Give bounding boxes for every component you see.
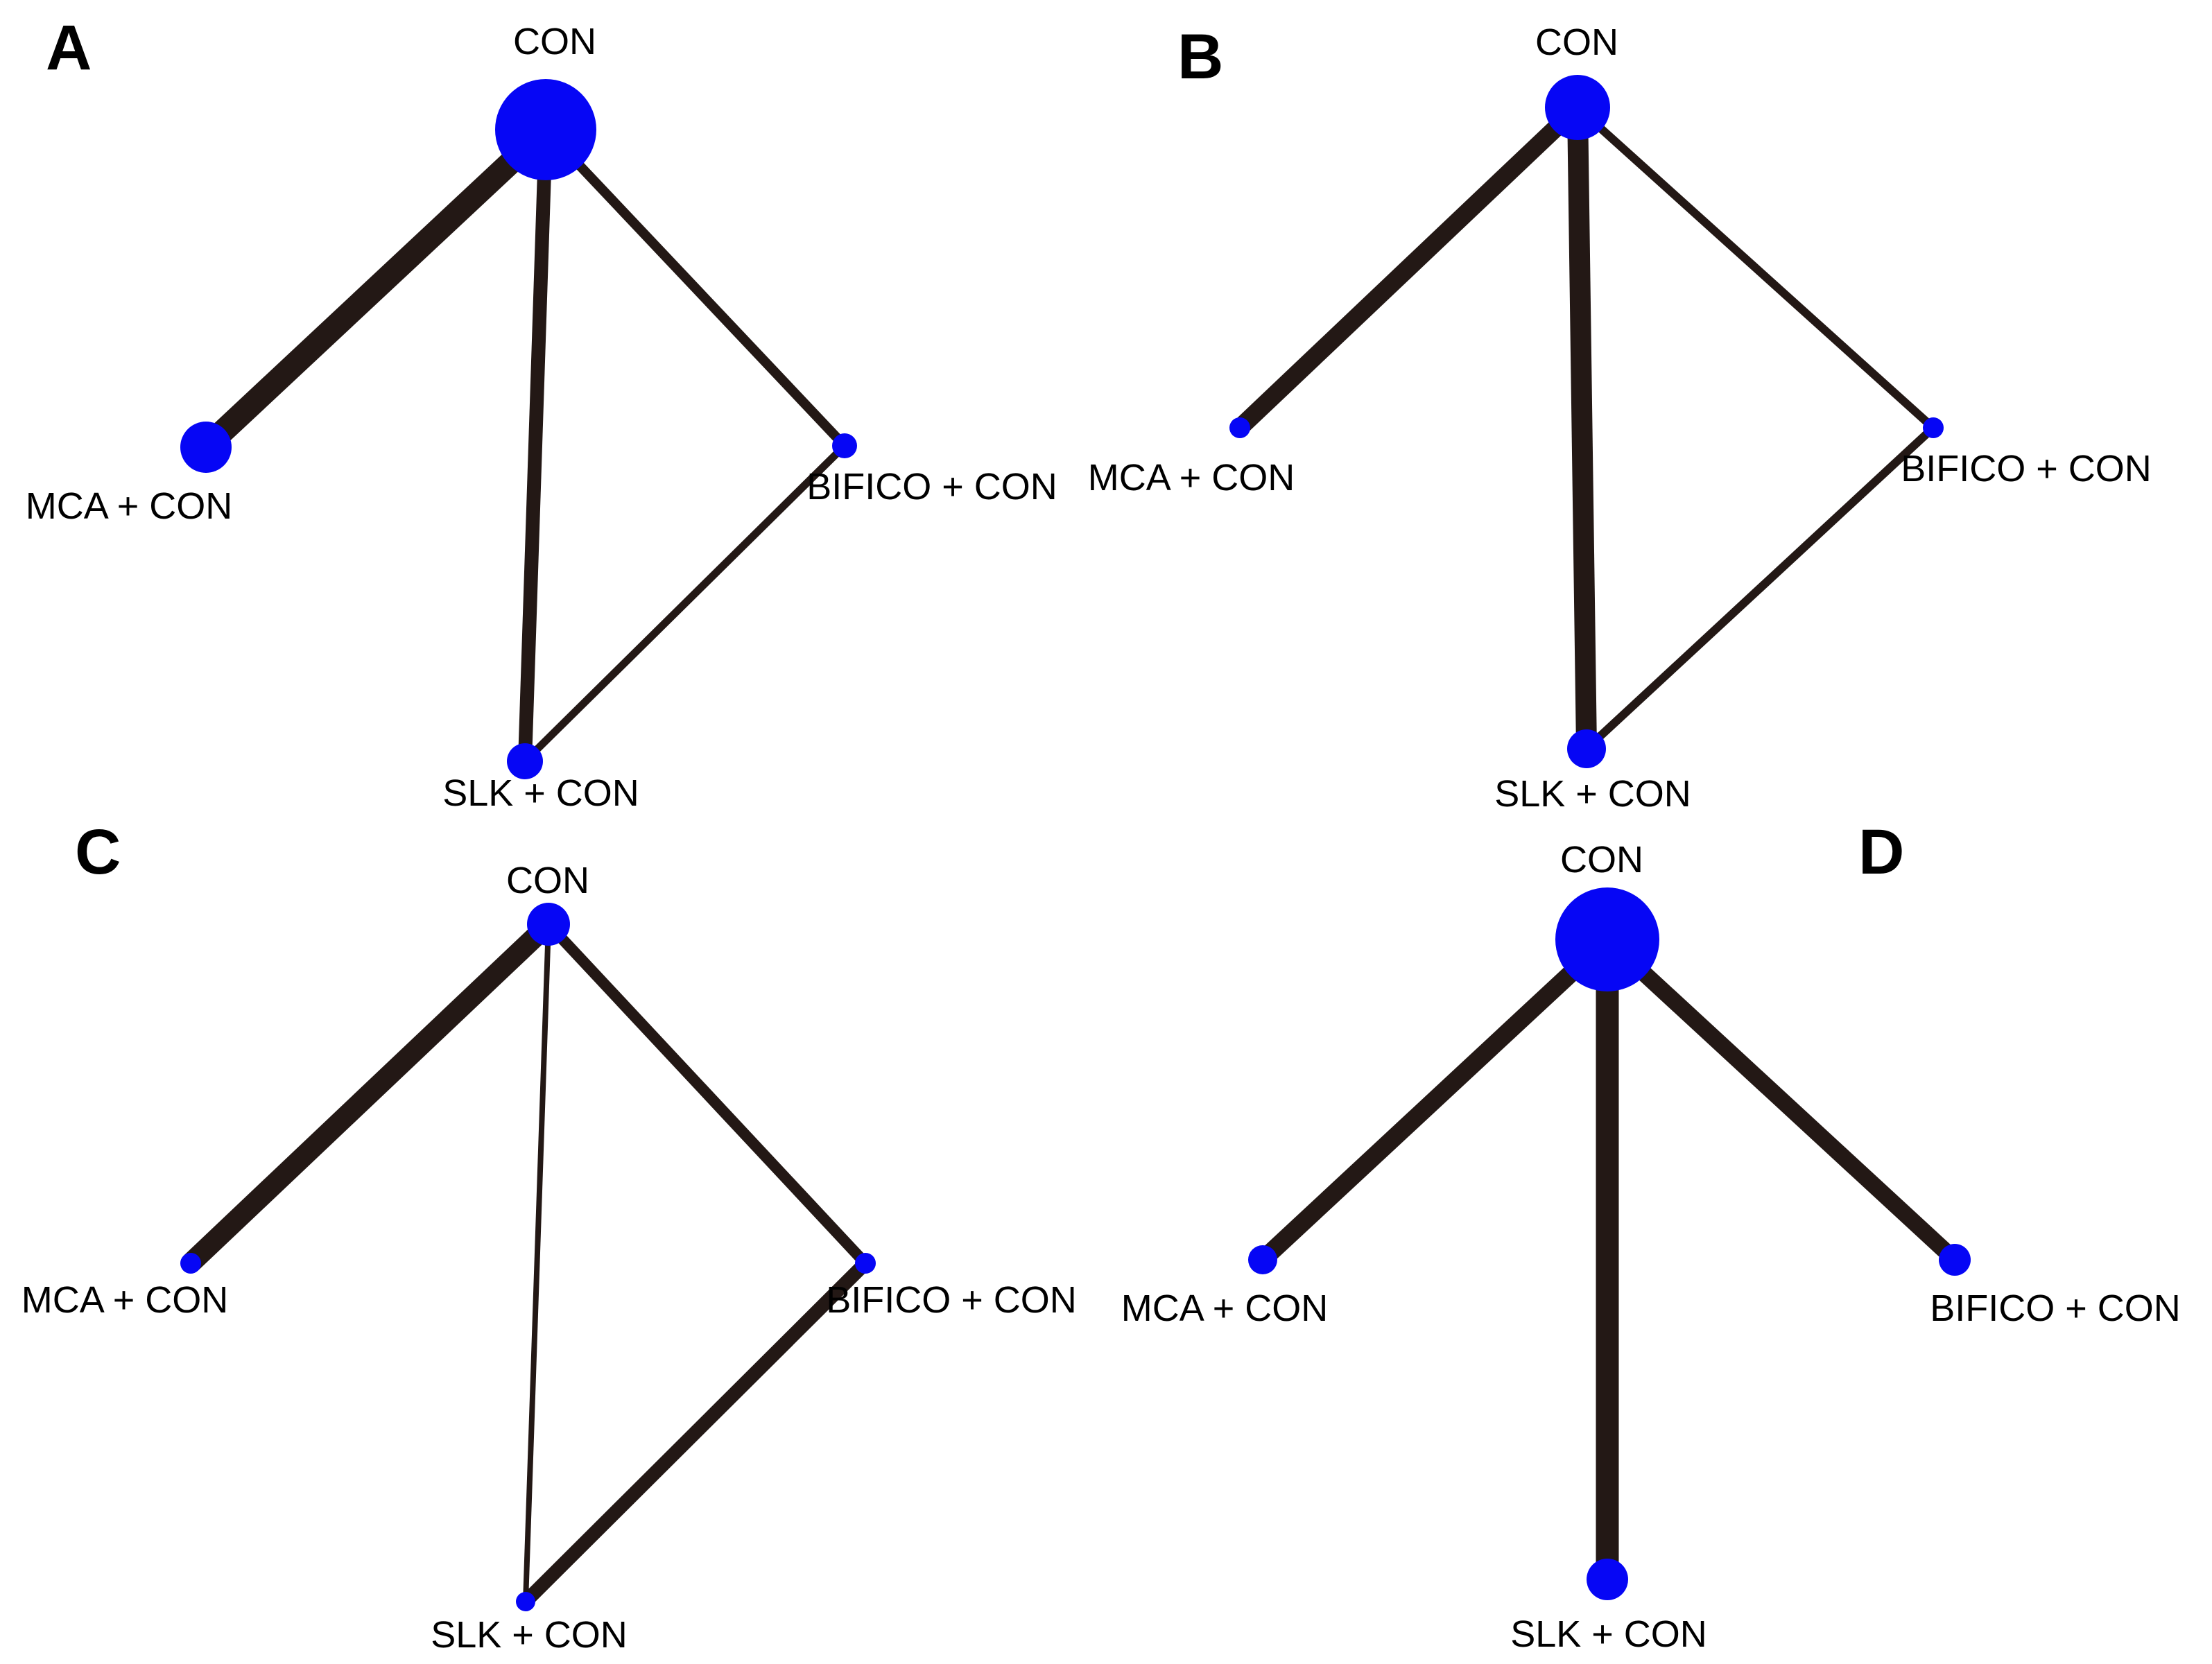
node-d-con — [1555, 887, 1659, 991]
node-label-c-con: CON — [506, 860, 589, 901]
edge-c-con-slk — [523, 924, 551, 1602]
node-a-bifico — [832, 433, 857, 458]
edge-c-con-bifico — [544, 920, 870, 1267]
panel-letter-b: B — [1177, 21, 1223, 92]
edge-d-con-mca — [1256, 933, 1614, 1267]
edge-b-con-mca — [1234, 101, 1584, 435]
edge-b-con-slk — [1567, 107, 1597, 749]
node-label-b-con: CON — [1535, 21, 1618, 63]
edge-b-bifico-slk — [1583, 424, 1937, 752]
node-c-con — [527, 903, 570, 946]
node-label-b-bifico: BIFICO + CON — [1901, 448, 2152, 489]
node-b-con — [1545, 75, 1610, 140]
node-label-d-slk: SLK + CON — [1510, 1613, 1707, 1655]
edge-a-con-mca — [198, 121, 554, 456]
node-c-bifico — [855, 1253, 876, 1274]
panel-A: CON MCA + CON BIFICO + CON SLK + CON A — [26, 12, 1057, 814]
edge-a-bifico-slk — [522, 443, 847, 764]
node-d-mca — [1248, 1245, 1277, 1274]
node-label-c-mca: MCA + CON — [21, 1279, 229, 1321]
edge-d-con-bifico — [1601, 933, 1961, 1266]
panel-letter-c: C — [75, 817, 121, 887]
node-a-slk — [507, 743, 543, 779]
node-label-c-slk: SLK + CON — [431, 1614, 628, 1656]
node-label-a-con: CON — [513, 21, 596, 62]
edge-a-con-bifico — [542, 126, 849, 449]
edge-c-bifico-slk — [520, 1258, 871, 1607]
edge-a-con-slk — [518, 129, 553, 762]
node-label-d-con: CON — [1560, 839, 1643, 881]
node-d-bifico — [1939, 1244, 1971, 1276]
node-label-b-mca: MCA + CON — [1088, 457, 1295, 499]
node-b-bifico — [1923, 417, 1944, 438]
node-label-a-slk: SLK + CON — [442, 772, 639, 814]
node-b-slk — [1567, 729, 1606, 768]
panel-C: CON MCA + CON BIFICO + CON SLK + CON C — [21, 817, 1077, 1656]
node-label-b-slk: SLK + CON — [1494, 773, 1691, 815]
panel-D: CON MCA + CON BIFICO + CON SLK + CON D — [1121, 817, 2181, 1655]
node-c-mca — [180, 1253, 201, 1274]
edge-b-con-bifico — [1574, 104, 1937, 431]
node-label-c-bifico: BIFICO + CON — [826, 1279, 1077, 1321]
node-a-con — [495, 79, 596, 180]
panel-B: CON MCA + CON BIFICO + CON SLK + CON B — [1088, 21, 2152, 815]
node-label-d-bifico: BIFICO + CON — [1930, 1288, 2181, 1329]
node-a-mca — [180, 422, 232, 473]
edge-c-con-mca — [183, 917, 556, 1271]
panel-letter-a: A — [46, 12, 92, 83]
node-label-a-bifico: BIFICO + CON — [806, 466, 1057, 508]
node-d-slk — [1587, 1559, 1628, 1600]
node-label-d-mca: MCA + CON — [1121, 1288, 1329, 1329]
node-c-slk — [516, 1592, 535, 1611]
node-label-a-mca: MCA + CON — [26, 485, 233, 527]
panel-letter-d: D — [1858, 817, 1904, 887]
node-b-mca — [1229, 417, 1250, 438]
